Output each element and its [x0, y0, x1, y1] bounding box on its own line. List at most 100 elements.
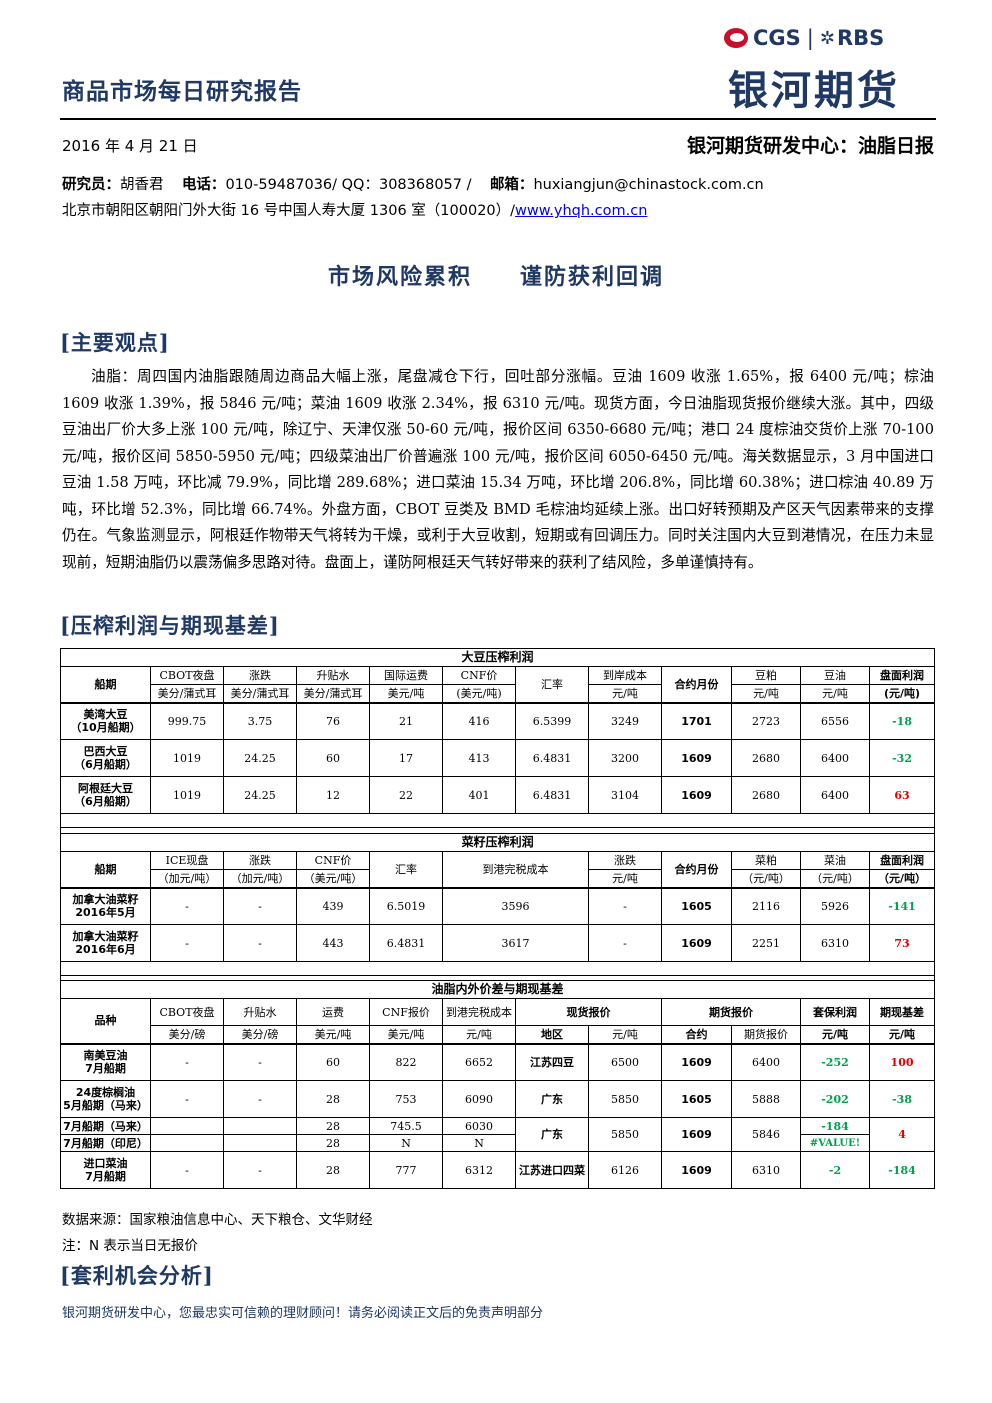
data-cell: 60 — [296, 739, 370, 777]
rapeseed-crush-table: 菜籽压榨利润 船期 ICE现盘 涨跌 CNF价 汇率 到港完税成本 涨跌 合约月… — [59, 833, 936, 990]
data-cell: 5888 — [731, 1080, 801, 1118]
main-headline: 市场风险累积 谨防获利回调 — [327, 264, 664, 290]
data-cell: - — [588, 924, 662, 962]
header-unit-cell: (元/吨) — [868, 684, 936, 703]
data-cell: 401 — [442, 776, 516, 814]
data-cell: 1609 — [661, 924, 732, 962]
data-cell: 6.4831 — [515, 776, 589, 814]
header-unit-cell: （美元/吨） — [296, 869, 370, 888]
data-cell: 6310 — [731, 1151, 801, 1189]
website-link[interactable]: www.yhqh.com.cn — [515, 203, 648, 219]
header-cell: 到港完税成本 — [442, 851, 589, 888]
oil-spread-basis-table: 油脂内外价差与期现基差 品种 CBOT夜盘 升贴水 运费 CNF报价 到港完税成… — [59, 980, 936, 1189]
data-cell: 江苏进口四菜 — [515, 1151, 589, 1189]
header-unit-cell: 美分/蒲式耳 — [150, 684, 224, 703]
data-cell: 1609 — [661, 1042, 732, 1081]
data-cell: 28 — [296, 1117, 370, 1135]
table-title: 菜籽压榨利润 — [59, 833, 936, 852]
header-cell: 船期 — [60, 851, 151, 888]
cgs-logo-icon — [724, 28, 748, 48]
data-cell: 5850 — [588, 1117, 662, 1152]
data-cell: 28 — [296, 1080, 370, 1118]
data-cell: 3104 — [588, 776, 662, 814]
profit-cell: -141 — [868, 886, 936, 925]
header-cell: 套保利润 — [800, 998, 870, 1026]
data-cell: 28 — [296, 1151, 370, 1189]
data-cell: 6400 — [800, 776, 870, 814]
table-title: 油脂内外价差与期现基差 — [59, 980, 936, 999]
header-unit-cell: 元/吨 — [588, 1025, 662, 1044]
data-cell: 413 — [442, 739, 516, 777]
page-footer: 银河期货研发中心，您最忠实可信赖的理财顾问！请务必阅读正文后的免责声明部分 — [62, 1306, 544, 1321]
table-row: 7月船期（马来） 28 745.5 6030 广东 5850 1609 5846… — [60, 1117, 936, 1152]
data-cell: - — [150, 886, 224, 925]
hedge-profit-cell: #VALUE! — [800, 1134, 870, 1152]
data-cell: 6.4831 — [515, 739, 589, 777]
header-unit-cell: 美元/吨 — [369, 684, 443, 703]
table-row: 美湾大豆（10月船期） 999.75 3.75 76 21 416 6.5399… — [60, 701, 936, 740]
hedge-profit-cell: -252 — [800, 1042, 870, 1081]
data-cell: 6090 — [442, 1080, 516, 1118]
data-cell: 1609 — [661, 1117, 732, 1152]
footnote: 注：N 表示当日无报价 — [62, 1238, 198, 1254]
data-cell: 745.5 — [369, 1117, 443, 1135]
department-title: 银河期货研发中心：油脂日报 — [686, 135, 934, 157]
data-cell: - — [150, 1151, 224, 1189]
email-address[interactable]: huxiangjun@chinastock.com.cn — [533, 177, 764, 193]
section-heading-views: [主要观点] — [60, 330, 170, 355]
data-cell: 1019 — [150, 739, 224, 777]
data-cell — [223, 1134, 297, 1152]
data-cell: 22 — [369, 776, 443, 814]
company-logo: CGS | ✲ RBS — [724, 26, 884, 50]
data-cell: 1019 — [150, 776, 224, 814]
data-cell: 60 — [296, 1042, 370, 1081]
table-title: 大豆压榨利润 — [59, 648, 936, 667]
header-cell: 菜粕 — [731, 851, 801, 870]
logo-divider: | — [806, 26, 814, 50]
data-cell: 2116 — [731, 886, 801, 925]
data-cell: 1609 — [661, 1151, 732, 1189]
header-unit-cell: 美元/吨 — [369, 1025, 443, 1044]
data-cell: N — [369, 1134, 443, 1152]
data-cell: 24.25 — [223, 776, 297, 814]
header-unit-cell: 合约 — [661, 1025, 732, 1044]
data-cell — [150, 1117, 224, 1135]
data-cell: 999.75 — [150, 701, 224, 740]
basis-cell: -184 — [868, 1151, 936, 1189]
data-cell: - — [588, 886, 662, 925]
data-cell — [150, 1134, 224, 1152]
data-cell: 6652 — [442, 1042, 516, 1081]
header-unit-cell: 美分/磅 — [223, 1025, 297, 1044]
basis-cell: -38 — [868, 1080, 936, 1118]
data-cell: - — [223, 886, 297, 925]
body-paragraph: 油脂：周四国内油脂跟随周边商品大幅上涨，尾盘减仓下行，回吐部分涨幅。豆油 160… — [62, 368, 934, 571]
rbs-logo-icon: ✲ — [819, 27, 835, 49]
data-cell: - — [223, 1151, 297, 1189]
header-cell: 品种 — [60, 998, 151, 1044]
basis-cell: 4 — [868, 1117, 936, 1152]
profit-cell: 63 — [868, 776, 936, 814]
email-label: 邮箱： — [489, 177, 534, 193]
section-heading-crush: [压榨利润与期现基差] — [60, 613, 280, 638]
header-cell: 豆粕 — [731, 666, 801, 685]
profit-cell: -18 — [868, 701, 936, 740]
header-cell: 汇率 — [515, 666, 589, 703]
data-cell: 822 — [369, 1042, 443, 1081]
data-cell: 1605 — [661, 1080, 732, 1118]
data-cell: 1609 — [661, 776, 732, 814]
header-unit-cell: 地区 — [515, 1025, 589, 1044]
data-cell: 3200 — [588, 739, 662, 777]
data-cell: 6556 — [800, 701, 870, 740]
data-cell: N — [442, 1134, 516, 1152]
table-row: 阿根廷大豆（6月船期） 1019 24.25 12 22 401 6.4831 … — [60, 776, 936, 814]
data-cell: 1701 — [661, 701, 732, 740]
address: 北京市朝阳区朝阳门外大街 16 号中国人寿大厦 1306 室（100020）/ — [62, 203, 516, 219]
table-spacer — [59, 961, 936, 976]
data-cell: 5850 — [588, 1080, 662, 1118]
header-cell: CBOT夜盘 — [150, 998, 224, 1026]
row-label: 7月船期（印尼） — [60, 1134, 151, 1152]
